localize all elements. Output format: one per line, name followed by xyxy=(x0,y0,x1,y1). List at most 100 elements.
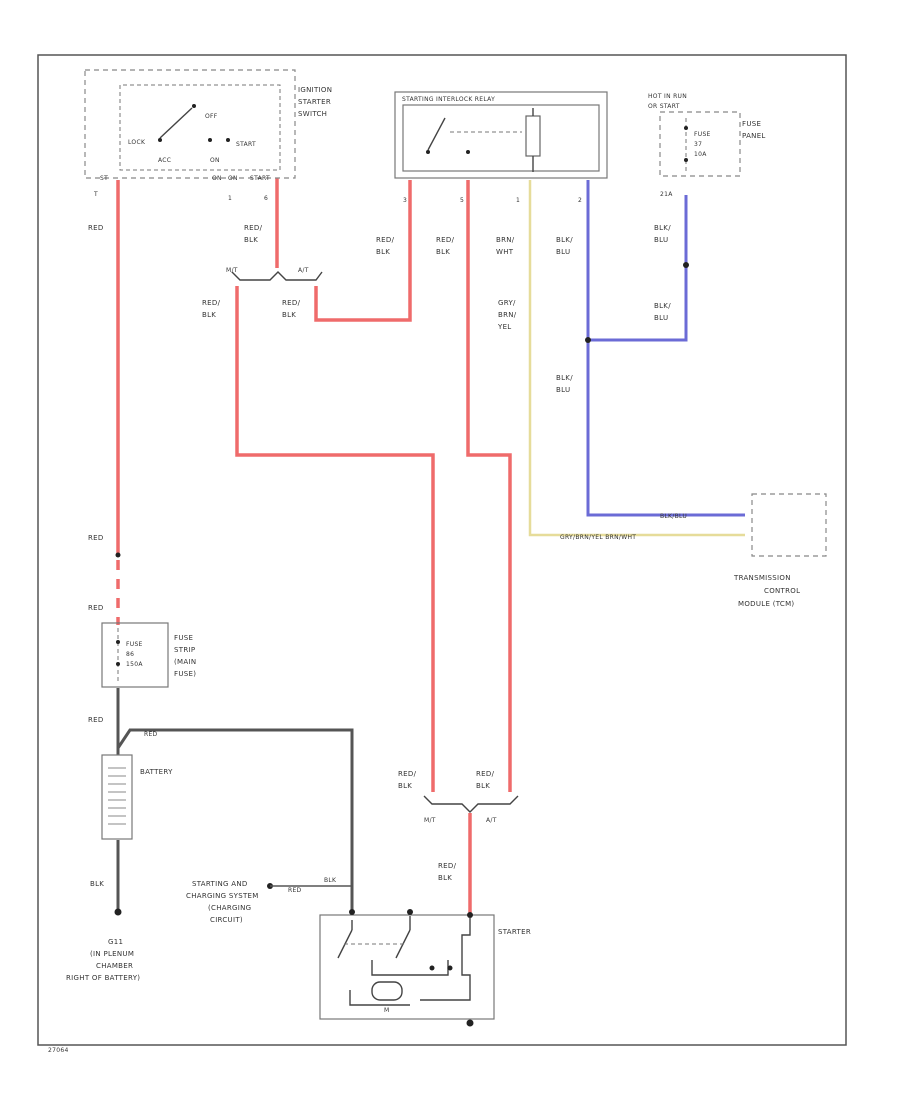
ignition-switch-title: STARTER xyxy=(298,98,331,106)
wire-label-red-blk: BLK xyxy=(398,782,412,790)
wire-label-red-blk: RED/ xyxy=(398,770,417,778)
ignition-lock-label: LOCK xyxy=(128,139,146,146)
wire-label-red-blk: RED/ xyxy=(476,770,495,778)
mt-label-bottom: M/T xyxy=(424,817,436,824)
red-wires xyxy=(116,178,512,915)
tcm-title: MODULE (TCM) xyxy=(738,600,794,608)
tcm-wire-blu-label: BLK/BLU xyxy=(660,513,687,520)
ground-dot xyxy=(114,908,122,916)
relay-pin-5: 5 xyxy=(460,197,464,204)
relay-outer-box xyxy=(394,91,608,179)
starter-terminal xyxy=(407,909,413,915)
wire-label-grn-brn-yel: GRY/ xyxy=(498,299,516,307)
wire-labels-top: RED RED/ BLK RED/ BLK RED/ BLK RED/ BLK … xyxy=(88,224,671,394)
split-connector-top: M/T A/T xyxy=(226,267,323,281)
ignition-acc-label: ACC xyxy=(158,157,171,164)
ground-title: G11 xyxy=(108,938,123,946)
ignition-on-label: ON xyxy=(210,157,220,164)
wire-red-battery-starter xyxy=(116,728,354,912)
wire-label-blk-blu: BLU xyxy=(556,386,570,394)
pin-label-1: 1 xyxy=(228,195,232,202)
wire-label-blk-blu: BLK/ xyxy=(556,374,573,382)
fuse-panel: HOT IN RUN OR START FUSE 37 10A FUSE PAN… xyxy=(585,93,765,343)
charging-title: CIRCUIT) xyxy=(210,916,243,924)
wire-label-blk: BLK xyxy=(90,880,104,888)
splice-dot xyxy=(683,262,689,268)
splice-dot xyxy=(585,337,591,343)
wire-label-blk-blu: BLU xyxy=(654,314,668,322)
starter-terminal xyxy=(467,912,473,918)
fuse-strip-title: (MAIN xyxy=(174,658,196,666)
relay-coil xyxy=(525,115,541,157)
starter-solenoid xyxy=(420,918,471,1001)
wire-label-blk-blu: BLK/ xyxy=(556,236,573,244)
relay-pin-2: 2 xyxy=(578,197,582,204)
wire-red-blk-relay-5 xyxy=(466,180,512,792)
wire-label-red-blk: BLK xyxy=(244,236,258,244)
ignition-dot xyxy=(158,138,162,142)
ignition-dot xyxy=(208,138,212,142)
fuse-pin-21a: 21A xyxy=(660,191,673,198)
hot-in-run-label: HOT IN RUN xyxy=(648,93,687,100)
wire-label-red-blk: BLK xyxy=(476,782,490,790)
wire-label-red-blk: BLK xyxy=(438,874,452,882)
fuse-37-label: 37 xyxy=(694,141,702,148)
relay-pin-1: 1 xyxy=(516,197,520,204)
ignition-dot xyxy=(192,104,196,108)
wire-label-red-blk: RED/ xyxy=(202,299,221,307)
tcm-box xyxy=(751,493,827,557)
wire-label-red: RED xyxy=(288,887,302,894)
ignition-switch-title: SWITCH xyxy=(298,110,327,118)
connector-dot xyxy=(115,552,121,558)
charging-title: STARTING AND xyxy=(192,880,248,888)
starter-motor-label: M xyxy=(384,1007,389,1014)
main-fuse-label: 150A xyxy=(126,661,143,668)
wire-brn-wht-tcm xyxy=(528,180,745,537)
wire-label-blk-blu: BLU xyxy=(654,236,668,244)
fuse-strip-title: STRIP xyxy=(174,646,195,654)
charging-title: (CHARGING xyxy=(208,904,251,912)
wire-label-red-blk: BLK xyxy=(376,248,390,256)
wire-label-red: RED xyxy=(88,224,104,232)
starter-leads xyxy=(351,916,411,930)
ignition-start-label: START xyxy=(236,141,256,148)
wire-label-red: RED xyxy=(88,716,104,724)
wire-label-blk-blu: BLK/ xyxy=(654,224,671,232)
relay-contact xyxy=(427,117,446,151)
fuse-dot xyxy=(116,640,120,644)
fuse-panel-title: FUSE xyxy=(742,120,761,128)
at-label-bottom: A/T xyxy=(486,817,497,824)
ignition-switch: OFF LOCK ACC ON START ON ON START ST IGN… xyxy=(84,69,332,202)
fuse-strip-title: FUSE xyxy=(174,634,193,642)
split-connector-bottom: RED/ BLK RED/ BLK M/T A/T RED/ BLK xyxy=(398,770,519,882)
relay-inner-box xyxy=(402,104,600,172)
wire-label-red: RED xyxy=(88,604,104,612)
relay-dot xyxy=(426,150,430,154)
ignition-pin-label: START xyxy=(250,175,270,182)
ignition-off-label: OFF xyxy=(205,113,218,120)
hot-in-run-label: OR START xyxy=(648,103,680,110)
starter-terminal xyxy=(349,909,355,915)
fuse-37-label: 10A xyxy=(694,151,707,158)
pin-label-t: T xyxy=(93,191,98,198)
battery: RED RED BATTERY BLK G11 (IN PLENUM CHAMB… xyxy=(66,716,173,982)
wire-label-red-blk: RED/ xyxy=(244,224,263,232)
starter-ground-dot xyxy=(466,1019,474,1027)
ignition-switch-title: IGNITION xyxy=(298,86,332,94)
ignition-pin-label: ON xyxy=(228,175,238,182)
starter-dot xyxy=(447,965,453,971)
diagram-frame xyxy=(37,54,847,1046)
wire-label-grn-brn-yel: YEL xyxy=(497,323,512,331)
split-connector-shape xyxy=(423,795,519,813)
battery-title: BATTERY xyxy=(140,768,173,776)
starter-dot xyxy=(429,965,435,971)
fuse-dot xyxy=(116,662,120,666)
ignition-pin-label: ON xyxy=(212,175,222,182)
relay-pin-3: 3 xyxy=(403,197,407,204)
wire-label-red-blk: BLK xyxy=(282,311,296,319)
starter-motor xyxy=(371,981,403,1001)
starter: STARTING AND CHARGING SYSTEM (CHARGING C… xyxy=(186,877,531,1027)
wire-label-red-blk: RED/ xyxy=(438,862,457,870)
black-wires xyxy=(116,688,354,912)
